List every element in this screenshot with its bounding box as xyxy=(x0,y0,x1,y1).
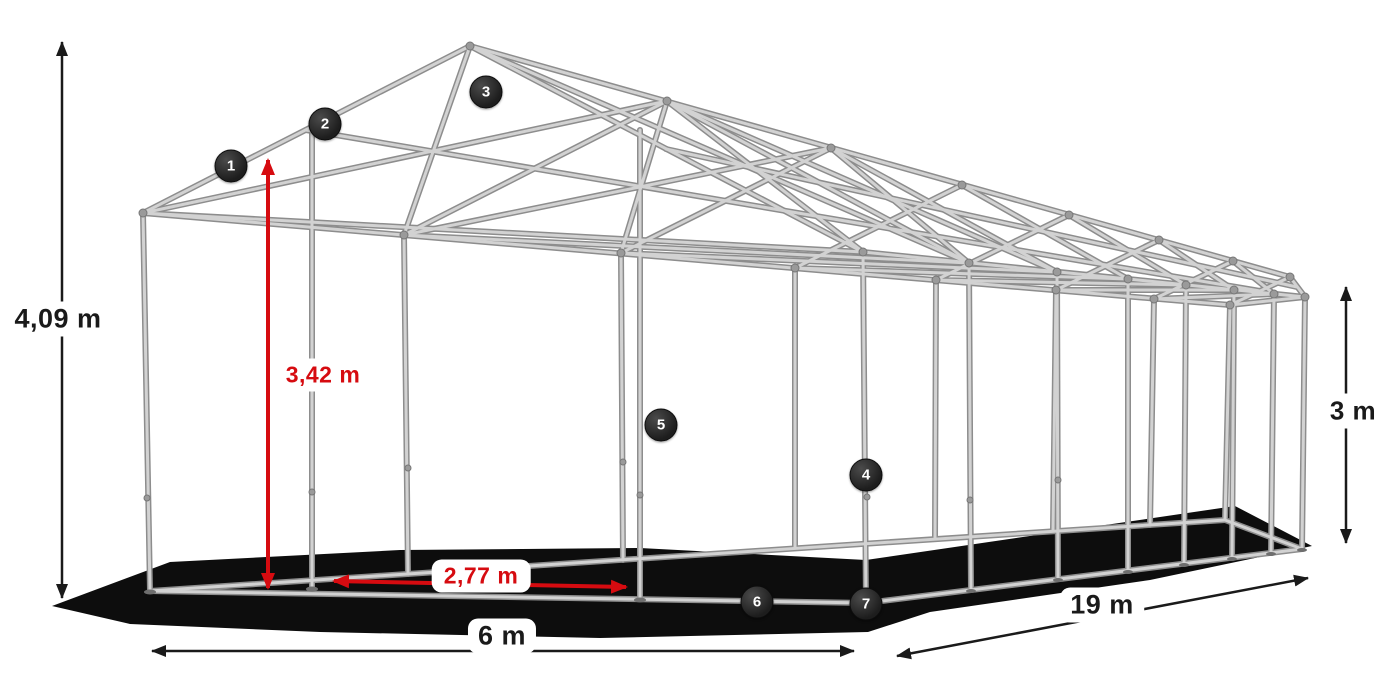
part-marker-2[interactable]: 2 xyxy=(308,107,342,141)
part-marker-6[interactable]: 6 xyxy=(740,585,774,619)
width-label: 6 m xyxy=(467,618,537,654)
part-marker-4[interactable]: 4 xyxy=(849,458,883,492)
part-marker-1[interactable]: 1 xyxy=(214,149,248,183)
part-marker-5[interactable]: 5 xyxy=(644,408,678,442)
length-label: 19 m xyxy=(1060,587,1144,623)
ground-shadow xyxy=(52,506,1312,638)
entrance-height-label: 3,42 m xyxy=(273,358,373,392)
total-height-label: 4,09 m xyxy=(4,301,112,337)
side-height-label: 3 m xyxy=(1319,393,1387,429)
entrance-width-label: 2,77 m xyxy=(431,559,531,593)
part-marker-7[interactable]: 7 xyxy=(849,587,883,621)
part-marker-3[interactable]: 3 xyxy=(469,75,503,109)
frame-joints xyxy=(138,41,1310,504)
